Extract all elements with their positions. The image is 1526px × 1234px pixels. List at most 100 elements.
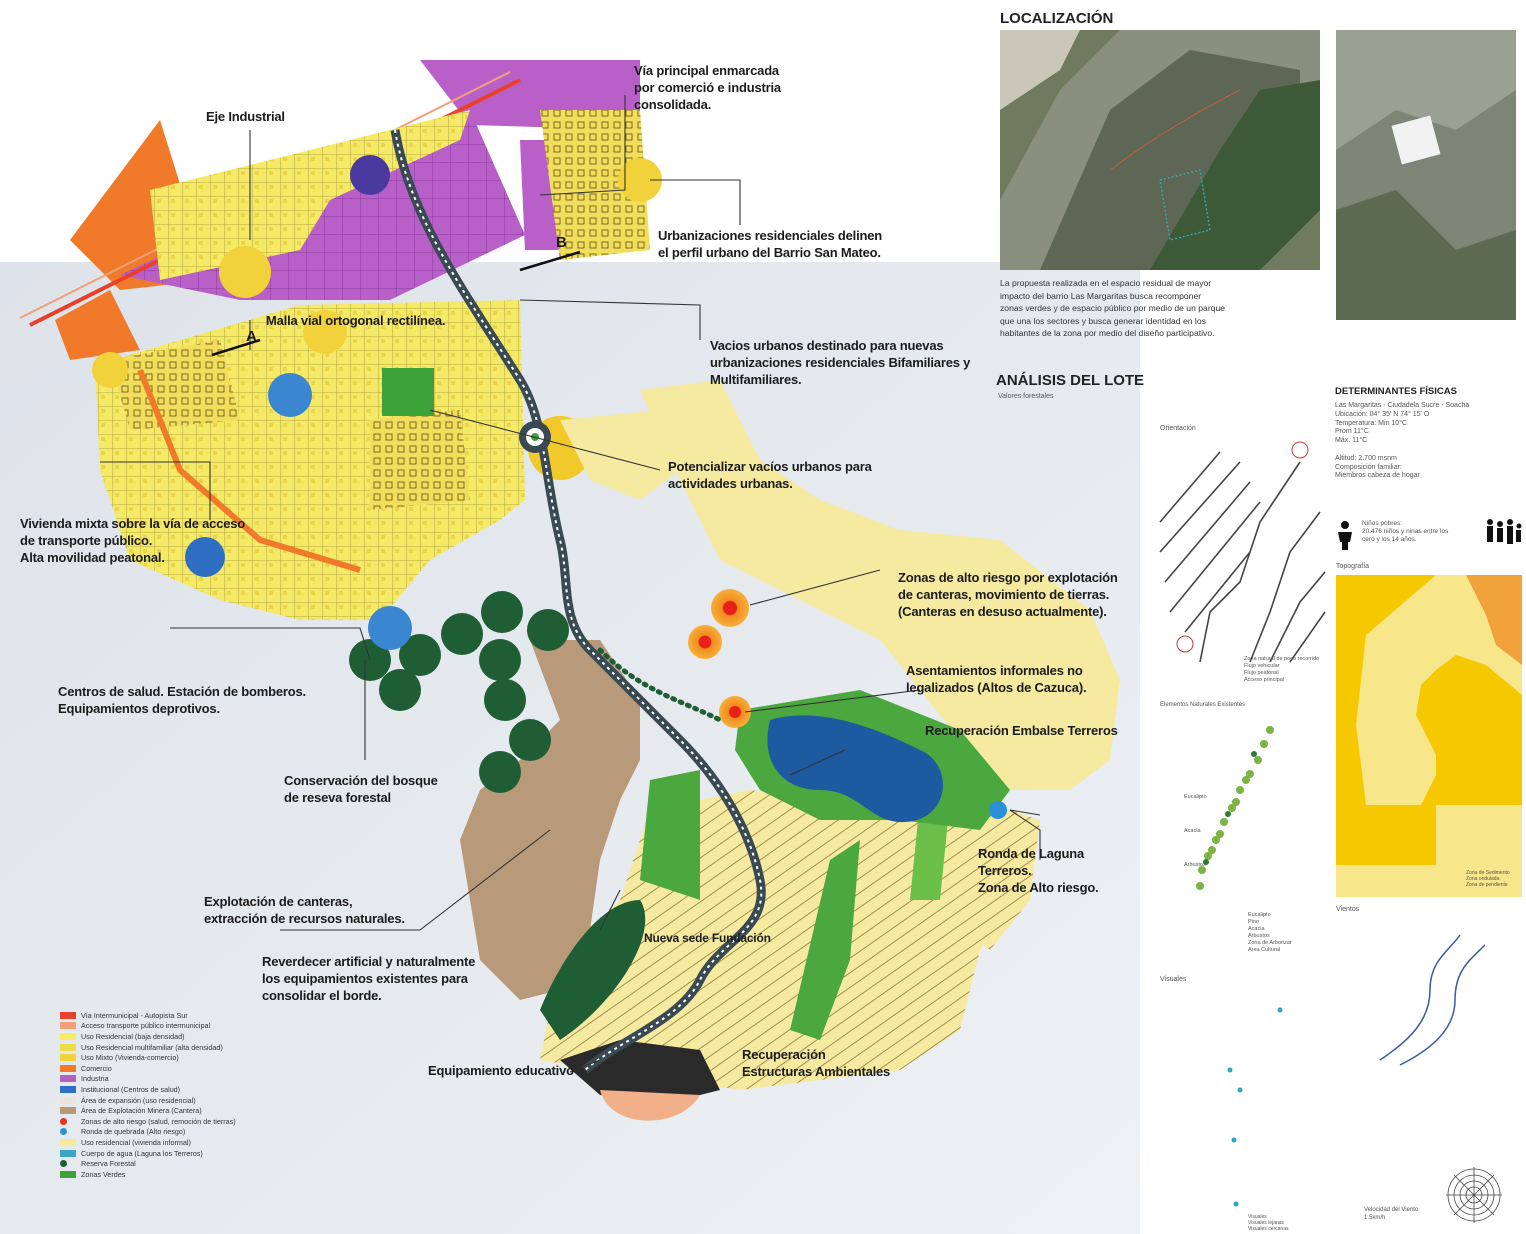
legend-label: Uso residencial (vivienda informal) [81, 1137, 191, 1147]
legend-item: Área de expansión (uso residencial) [60, 1095, 300, 1106]
label-asentamientos: Asentamientos informales no legalizados … [906, 663, 1087, 695]
legend-item: Reserva Forestal [60, 1158, 300, 1169]
legend-label: Uso Residencial multifamiliar (alta dens… [81, 1042, 223, 1052]
legend-label: Zonas de alto riesgo (salud, remoción de… [81, 1116, 236, 1126]
legend-item: Uso Residencial multifamiliar (alta dens… [60, 1042, 300, 1053]
label-zonas-riesgo: Zonas de alto riesgo por explotación de … [898, 570, 1118, 619]
label-ronda-laguna: Ronda de Laguna Terreros. Zona de Alto r… [978, 846, 1099, 895]
velocidad-text: Velocidad del Viento 1.5km/h [1364, 1207, 1419, 1221]
legend-item: Institucional (Centros de salud) [60, 1084, 300, 1095]
legend-item: Industria [60, 1074, 300, 1085]
legend-swatch [60, 1170, 76, 1178]
legend-swatch [60, 1085, 76, 1093]
elementos-diagram [1196, 726, 1274, 890]
label-malla-vial: Malla vial ortogonal rectilínea. [266, 313, 446, 328]
legend-swatch [60, 1160, 67, 1168]
topografia-diagram [1336, 575, 1522, 897]
topografia-label: Topografía [1336, 563, 1370, 570]
section-marker-b: B [556, 234, 567, 251]
analisis-title: ANÁLISIS DEL LOTE [996, 372, 1145, 389]
legend-swatch [60, 1149, 76, 1157]
legend-swatch [60, 1054, 76, 1062]
localizacion-title: LOCALIZACIÓN [1000, 10, 1114, 27]
wind-rose-icon [1446, 1167, 1502, 1223]
legend-swatch [60, 1107, 76, 1115]
embalse-water [767, 715, 943, 823]
quarry [460, 640, 640, 1000]
visuales-legend: Visuales Visuales lejanas Visuales cerca… [1248, 1214, 1289, 1232]
people-icon [1338, 521, 1352, 550]
legend-label: Vía Intermunicipal - Autopista Sur [81, 1010, 188, 1020]
determinantes-title: DETERMINANTES FÍSICAS [1335, 386, 1457, 397]
ninos-text: Niños pobres: 20.476 niños y ninas entre… [1362, 520, 1449, 543]
label-vacios-urbanos: Vacios urbanos destinado para nuevas urb… [710, 338, 971, 387]
label-reverdecer: Reverdecer artificial y naturalmente los… [262, 954, 476, 1003]
legend-swatch [60, 1011, 76, 1019]
visuales-label: Visuales [1160, 976, 1187, 983]
elementos-points: Eucalipto Acacia Arbustos [1184, 794, 1207, 868]
localizacion-text: La propuesta realizada en el espacio res… [1000, 278, 1226, 338]
legend-swatch [60, 1075, 76, 1083]
visuales-diagram [1227, 1007, 1283, 1207]
label-urbanizaciones: Urbanizaciones residenciales delinen el … [658, 228, 883, 260]
forest-circles [349, 591, 569, 793]
legend-label: Cuerpo de agua (Laguna los Terreros) [81, 1148, 203, 1158]
section-marker-a: A [246, 328, 257, 345]
legend-item: Acceso transporte público intermunicipal [60, 1021, 300, 1032]
label-potencializar: Potencializar vacíos urbanos para activi… [668, 459, 872, 491]
legend-item: Zonas Verdes [60, 1169, 300, 1180]
label-eje-industrial: Eje Industrial [206, 109, 285, 124]
family-icon [1487, 519, 1522, 544]
legend-swatch [60, 1096, 76, 1104]
label-nueva-sede: Nueva sede Fundación [644, 931, 771, 945]
orientacion-diagram [1159, 441, 1326, 663]
legend-swatch [60, 1128, 67, 1136]
legend-item: Comercio [60, 1063, 300, 1074]
legend-label: Área de expansión (uso residencial) [81, 1095, 196, 1105]
vientos-label: Vientos [1336, 906, 1360, 913]
label-recuperacion-estructuras: Recuperación Estructuras Ambientales [742, 1047, 891, 1079]
legend-item: Cuerpo de agua (Laguna los Terreros) [60, 1148, 300, 1159]
label-via-principal: Vía principal enmarcada por comerció e i… [634, 63, 781, 112]
legend-label: Industria [81, 1074, 109, 1084]
informal-settlements [640, 380, 1120, 790]
label-centros-salud: Centros de salud. Estación de bomberos. … [58, 684, 306, 716]
orientacion-legend: Zona natural de poco recorrido Flujo veh… [1244, 656, 1320, 683]
legend-label: Acceso transporte público intermunicipal [81, 1021, 211, 1031]
legend-label: Zonas Verdes [81, 1169, 126, 1179]
legend-swatch [60, 1022, 76, 1030]
analisis-subtitle: Valores forestales [998, 393, 1054, 400]
legend-item: Vía Intermunicipal - Autopista Sur [60, 1010, 300, 1021]
aerial-photo-left [1000, 30, 1320, 270]
elementos-legend: Eucalipto Pino Acacia Arbustos Zona de A… [1248, 912, 1292, 953]
legend-item: Zonas de alto riesgo (salud, remoción de… [60, 1116, 300, 1127]
orientacion-label: Orientación [1160, 425, 1196, 432]
legend-label: Reserva Forestal [81, 1159, 136, 1169]
legend-item: Ronda de quebrada (Alto riesgo) [60, 1127, 300, 1138]
label-explotacion: Explotación de canteras, extracción de r… [204, 894, 405, 926]
legend-item: Uso residencial (vivienda informal) [60, 1137, 300, 1148]
topografia-legend: Zona de Sedimento Zona ondulada Zona de … [1466, 870, 1510, 888]
legend-swatch [60, 1064, 76, 1072]
aerial-photo-right [1336, 30, 1516, 320]
legend-item: Área de Explotación Minera (Cantera) [60, 1105, 300, 1116]
label-equipamiento-educativo: Equipamiento educativo [428, 1063, 574, 1078]
elementos-label: Elementos Naturales Existentes [1160, 702, 1246, 708]
legend-swatch [60, 1043, 76, 1051]
legend-label: Comercio [81, 1063, 112, 1073]
legend-swatch [60, 1117, 67, 1125]
vientos-diagram [1379, 934, 1486, 1066]
legend-swatch [60, 1032, 76, 1040]
legend-item: Uso Residencial (baja densidad) [60, 1031, 300, 1042]
legend-item: Uso Mixto (Vivienda-comercio) [60, 1052, 300, 1063]
legend-label: Institucional (Centros de salud) [81, 1084, 181, 1094]
label-recuperacion-embalse: Recuperación Embalse Terreros [925, 723, 1118, 738]
legend-label: Uso Residencial (baja densidad) [81, 1031, 185, 1041]
label-conservacion: Conservación del bosque de reseva forest… [284, 773, 438, 805]
legend-label: Área de Explotación Minera (Cantera) [81, 1106, 202, 1116]
determinantes-text: Las Margaritas - Ciudadela Sucre - Soach… [1335, 402, 1470, 480]
legend-swatch [60, 1138, 76, 1146]
label-vivienda-mixta: Vivienda mixta sobre la vía de acceso de… [20, 516, 246, 565]
